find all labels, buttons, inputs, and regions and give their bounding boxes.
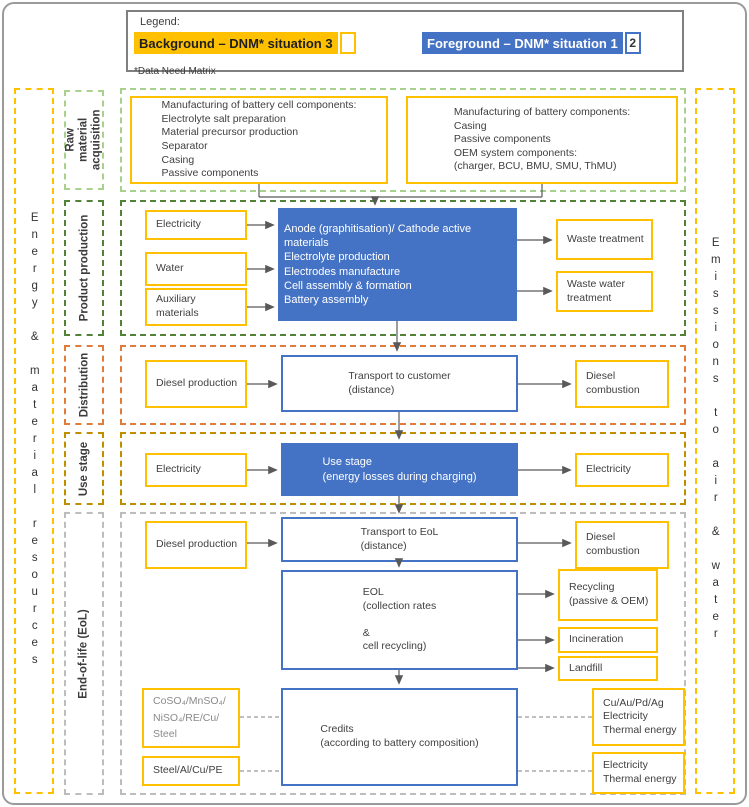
box-diesel-production-distribution: Diesel production (145, 360, 247, 408)
section-distribution (120, 345, 686, 425)
box-diesel-combustion-eol: Diesel combustion (575, 521, 669, 569)
energy-material-resources-label: Energy & material resources (28, 211, 41, 671)
legend-box: Legend: Background – DNM* situation 3 Fo… (126, 10, 684, 77)
box-diesel-production-eol: Diesel production (145, 521, 247, 569)
box-electricity-input-production: Electricity (145, 210, 247, 240)
box-credit-output-energy: Electricity Thermal energy (592, 752, 685, 794)
legend-background-tag (339, 32, 356, 54)
stage-label-product-production-text: Product production (78, 214, 90, 322)
box-battery-production-process: Anode (graphitisation)/ Cathode active m… (278, 208, 517, 321)
box-credit-output-metals: Cu/Au/Pd/Ag Electricity Thermal energy (592, 688, 685, 746)
stage-label-distribution: Distribution (64, 345, 104, 425)
section-product-production (120, 200, 686, 336)
stage-label-use-stage: Use stage (64, 432, 104, 505)
box-battery-components: Manufacturing of battery components: Cas… (406, 96, 678, 184)
stage-label-eol: End-of-life (EoL) (64, 512, 104, 795)
legend-footnote: *Data Need Matrix (134, 66, 216, 77)
legend-foreground-tag: 2 (624, 32, 641, 54)
stage-label-use-stage-text: Use stage (78, 441, 90, 496)
box-electricity-output-use: Electricity (575, 453, 669, 487)
box-incineration: Incineration (558, 627, 658, 653)
box-credit-input-salts: CoSO₄/MnSO₄/ NiSO₄/RE/Cu/ Steel (142, 688, 240, 748)
legend-background-label: Background – DNM* situation 3 (134, 32, 338, 54)
box-battery-cell-components: Manufacturing of battery cell components… (130, 96, 388, 184)
box-electricity-input-use: Electricity (145, 453, 247, 487)
box-credits-process: Credits (according to battery compositio… (281, 688, 518, 786)
legend-foreground-entry: Foreground – DNM* situation 1 2 (422, 32, 641, 54)
box-auxiliary-materials-input: Auxiliary materials (145, 288, 247, 326)
box-waste-treatment: Waste treatment (556, 219, 653, 260)
box-diesel-combustion-distribution: Diesel combustion (575, 360, 669, 408)
stage-label-raw-material: Raw material acquisition (64, 90, 104, 190)
box-water-input: Water (145, 252, 247, 286)
box-eol-process: EOL (collection rates & cell recycling) (281, 570, 518, 670)
emissions-strip: Emissions to air & water (695, 88, 735, 794)
energy-material-resources-strip: Energy & material resources (14, 88, 54, 794)
box-transport-to-eol: Transport to EoL (distance) (281, 517, 518, 562)
stage-label-product-production: Product production (64, 200, 104, 336)
box-transport-to-customer: Transport to customer (distance) (281, 355, 518, 412)
stage-label-raw-material-text: Raw material acquisition (64, 109, 103, 171)
stage-label-eol-text: End-of-life (EoL) (78, 608, 90, 699)
box-recycling-passive-oem: Recycling (passive & OEM) (558, 569, 658, 621)
box-waste-water-treatment: Waste water treatment (556, 271, 653, 312)
stage-label-distribution-text: Distribution (78, 352, 90, 418)
box-credit-input-steel-al-cu-pe: Steel/Al/Cu/PE (142, 756, 240, 786)
legend-background-entry: Background – DNM* situation 3 (134, 32, 356, 54)
emissions-label: Emissions to air & water (709, 237, 722, 645)
box-landfill: Landfill (558, 656, 658, 681)
legend-foreground-label: Foreground – DNM* situation 1 (422, 32, 623, 54)
legend-title: Legend: (140, 16, 180, 28)
box-use-stage-process: Use stage (energy losses during charging… (281, 443, 518, 496)
